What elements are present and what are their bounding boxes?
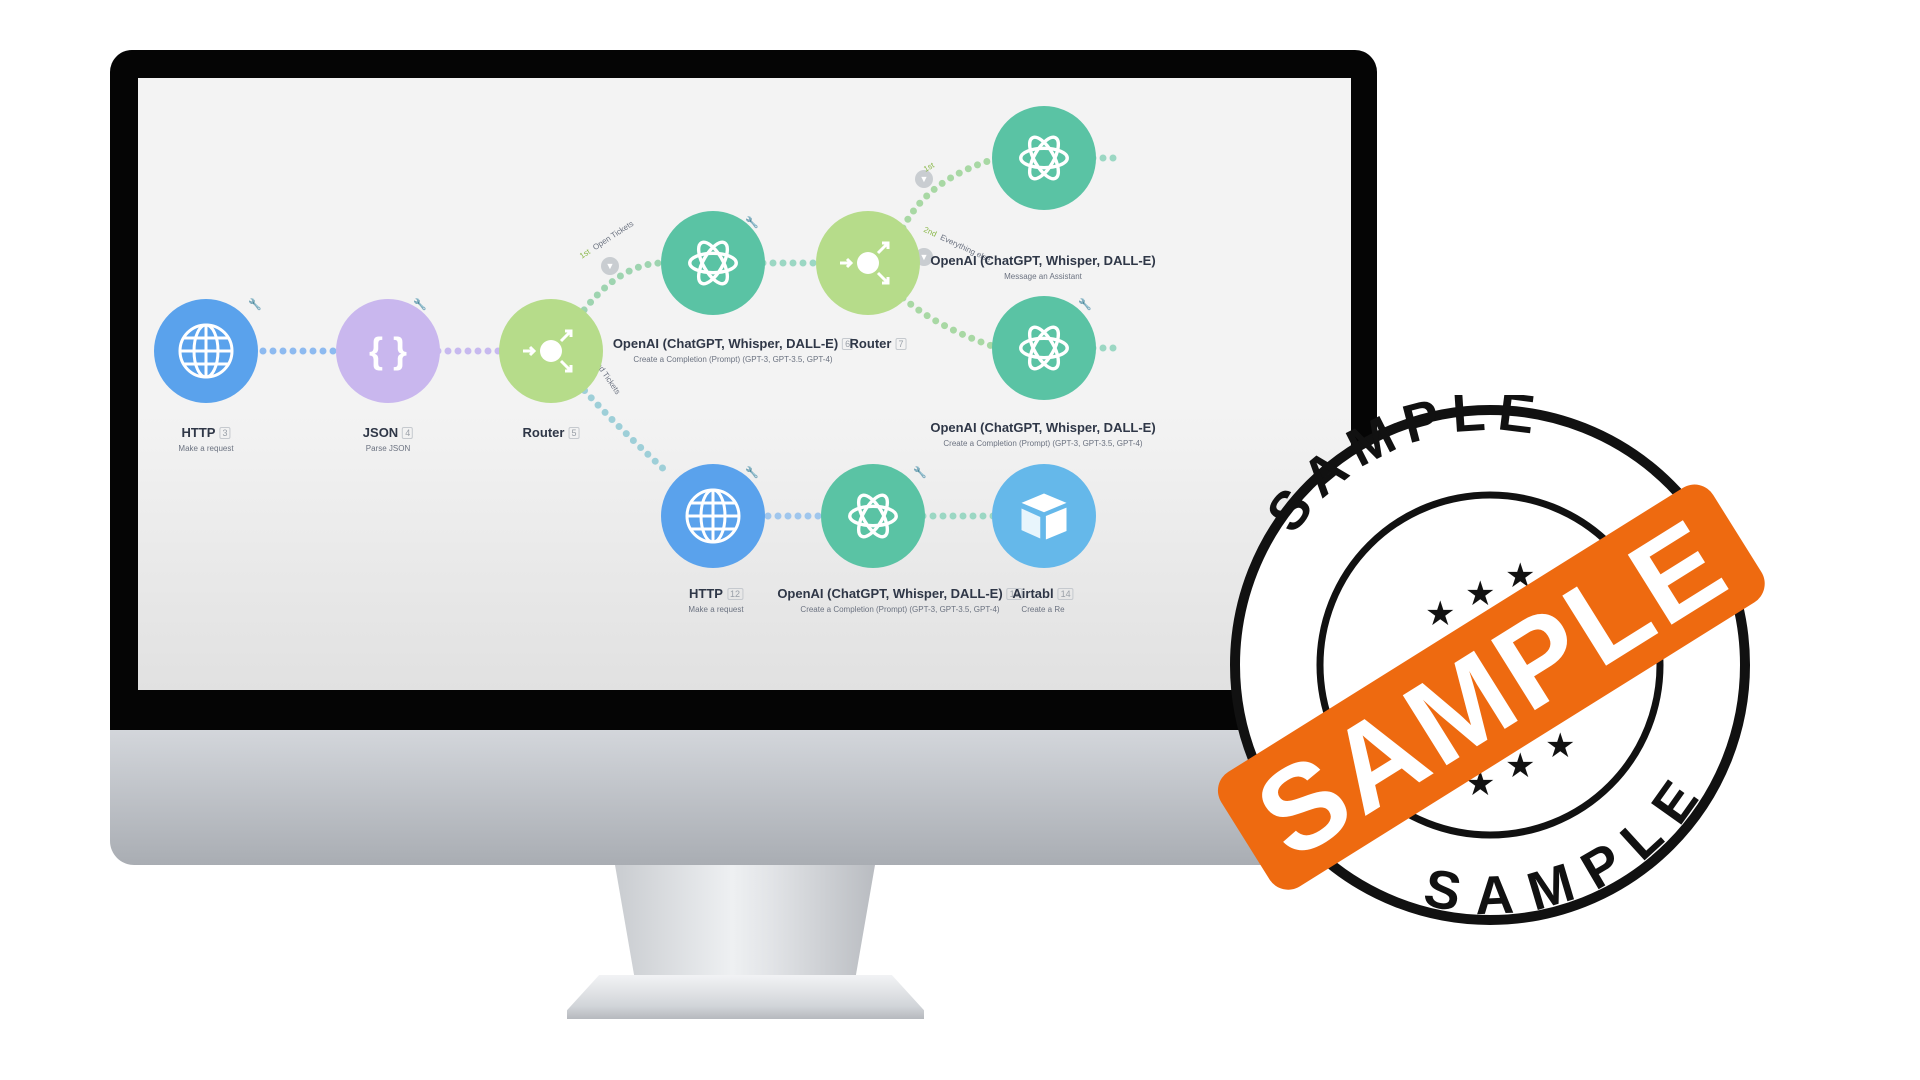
braces-icon: { } — [369, 330, 407, 371]
stamp-banner — [1217, 484, 1765, 890]
connector-router-http12 — [574, 379, 672, 477]
module-openai-13[interactable] — [821, 464, 925, 568]
openai-icon — [1019, 325, 1069, 371]
svg-text:★: ★ — [1425, 594, 1455, 634]
connector-router7-openai-mid — [899, 294, 1002, 352]
router-icon — [840, 241, 890, 285]
openai-icon — [688, 240, 738, 286]
wrench-icon[interactable]: 🔧 — [745, 467, 759, 479]
monitor-stand-neck — [615, 865, 875, 985]
globe-icon — [685, 488, 741, 544]
airtable-icon — [1021, 493, 1067, 540]
wrench-icon[interactable]: 🔧 — [913, 467, 927, 479]
module-label: OpenAI (ChatGPT, Whisper, DALL-E) Messag… — [930, 253, 1156, 281]
router-icon — [523, 329, 573, 373]
scenario-canvas[interactable]: 🔧 🔧 🔧 🔧 🔧 🔧 🔧 ▼ ▼ ▼ ▼ 1stOpen Tickets 2n… — [138, 78, 1351, 690]
svg-text:★: ★ — [1545, 726, 1575, 766]
module-http-3[interactable] — [154, 299, 258, 403]
module-router-7[interactable] — [816, 211, 920, 315]
connector-router-openai6 — [574, 259, 667, 322]
connector-router7-openai-top — [899, 154, 1002, 232]
connector-lines — [259, 154, 1127, 520]
module-label: OpenAI (ChatGPT, Whisper, DALL-E) Create… — [930, 420, 1156, 448]
module-openai-assistant[interactable] — [992, 106, 1096, 210]
sample-stamp: SAMPLE SAMPLE ★★★ ★★★ SAMPLE — [1217, 395, 1765, 955]
openai-icon — [848, 493, 898, 539]
module-router-5[interactable] — [499, 299, 603, 403]
module-http-12[interactable] — [661, 464, 765, 568]
filter-icon[interactable]: ▼ — [601, 257, 619, 275]
module-json-4[interactable]: { } — [336, 299, 440, 403]
module-openai-6[interactable] — [661, 211, 765, 315]
wrench-icon[interactable]: 🔧 — [248, 299, 262, 311]
wrench-icon[interactable]: 🔧 — [1078, 299, 1092, 311]
module-label: OpenAI (ChatGPT, Whisper, DALL-E)13 Crea… — [777, 586, 1023, 614]
filter-icon[interactable]: ▼ — [915, 170, 933, 188]
openai-icon — [1019, 135, 1069, 181]
monitor-chin — [110, 730, 1377, 865]
module-label: OpenAI (ChatGPT, Whisper, DALL-E)6 Creat… — [613, 336, 854, 364]
module-openai-completion[interactable] — [992, 296, 1096, 400]
globe-icon — [178, 323, 234, 379]
svg-text:{ }: { } — [369, 330, 407, 371]
module-airtable-14[interactable] — [992, 464, 1096, 568]
svg-text:★: ★ — [1465, 574, 1495, 614]
monitor-stand-base — [567, 975, 924, 1019]
